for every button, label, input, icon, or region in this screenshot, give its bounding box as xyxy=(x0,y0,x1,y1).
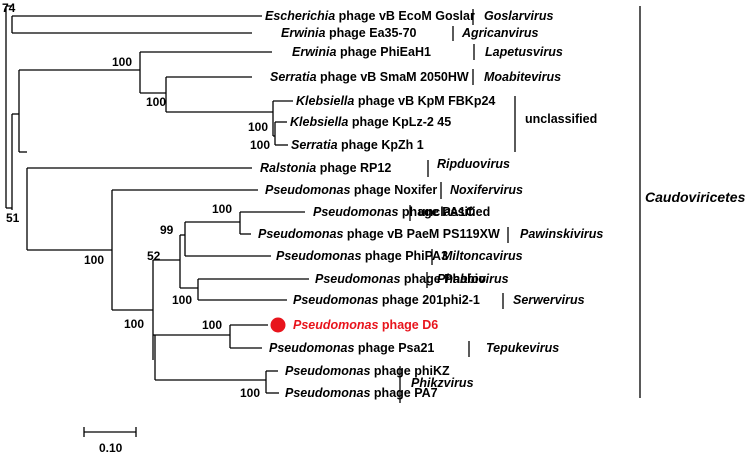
leaf-label-highlight: Pseudomonas phage D6 xyxy=(293,318,438,332)
leaf-label: Ralstonia phage RP12 xyxy=(260,161,391,175)
bootstrap-value: 100 xyxy=(146,95,166,109)
highlight-dot-marker xyxy=(270,317,286,333)
leaf-labels: Escherichia phage vB EcoM Goslar Erwinia… xyxy=(258,9,500,400)
tree-branches xyxy=(5,5,309,394)
bootstrap-value: 100 xyxy=(84,253,104,267)
bootstrap-values: 74 100 100 100 100 51 100 100 99 52 100 … xyxy=(2,1,270,400)
genus-label-unclassified: unclassified xyxy=(418,205,490,219)
scale-bar: 0.10 xyxy=(83,427,137,454)
bootstrap-value: 100 xyxy=(124,317,144,331)
bootstrap-value: 100 xyxy=(172,293,192,307)
genus-label: Moabitevirus xyxy=(484,70,561,84)
leaf-label: Erwinia phage PhiEaH1 xyxy=(292,45,431,59)
bootstrap-value: 100 xyxy=(240,386,260,400)
leaf-label: Pseudomonas phage vB PaeM PS119XW xyxy=(258,227,500,241)
leaf-label: Pseudomonas phage Psa21 xyxy=(269,341,434,355)
leaf-label: Pseudomonas phage phiKZ xyxy=(285,364,450,378)
leaf-label: Serratia phage vB SmaM 2050HW xyxy=(270,70,469,84)
leaf-label: Klebsiella phage KpLz-2 45 xyxy=(290,115,451,129)
genus-label: Lapetusvirus xyxy=(485,45,563,59)
genus-label: Pawinskivirus xyxy=(520,227,603,241)
leaf-label: Pseudomonas phage PhiPA3 xyxy=(276,249,448,263)
leaf-label: Pseudomonas phage PA1C xyxy=(313,205,475,219)
leaf-label: Erwinia phage Ea35-70 xyxy=(281,26,417,40)
bootstrap-value: 52 xyxy=(147,249,161,263)
leaf-label: Pseudomonas phage PA7 xyxy=(285,386,438,400)
genus-label: Miltoncavirus xyxy=(442,249,523,263)
class-label: Caudoviricetes xyxy=(645,189,746,205)
bootstrap-value: 100 xyxy=(112,55,132,69)
genus-label: Goslarvirus xyxy=(484,9,554,23)
leaf-label: Serratia phage KpZh 1 xyxy=(291,138,424,152)
bootstrap-value: 100 xyxy=(250,138,270,152)
leaf-label: Klebsiella phage vB KpM FBKp24 xyxy=(296,94,495,108)
genus-label: Phabiovirus xyxy=(437,272,509,286)
leaf-label: Pseudomonas phage 201phi2-1 xyxy=(293,293,480,307)
scale-bar-label: 0.10 xyxy=(99,441,123,454)
bootstrap-value: 100 xyxy=(248,120,268,134)
genus-annotations: Goslarvirus Agricanvirus Lapetusvirus Mo… xyxy=(399,9,603,403)
genus-label-unclassified: unclassified xyxy=(525,112,597,126)
genus-label: Ripduovirus xyxy=(437,157,510,171)
genus-label: Agricanvirus xyxy=(461,26,538,40)
genus-label: Noxifervirus xyxy=(450,183,523,197)
bootstrap-value: 99 xyxy=(160,223,174,237)
leaf-label: Pseudomonas phage Phabio xyxy=(315,272,486,286)
bootstrap-value: 100 xyxy=(212,202,232,216)
genus-label: Phikzvirus xyxy=(411,376,474,390)
bootstrap-value: 51 xyxy=(6,211,20,225)
leaf-label: Escherichia phage vB EcoM Goslar xyxy=(265,9,475,23)
bootstrap-value: 100 xyxy=(202,318,222,332)
class-annotation: Caudoviricetes xyxy=(639,6,746,398)
genus-label: Tepukevirus xyxy=(486,341,559,355)
bootstrap-value: 74 xyxy=(2,1,16,15)
leaf-label: Pseudomonas phage Noxifer xyxy=(265,183,437,197)
genus-label: Serwervirus xyxy=(513,293,585,307)
